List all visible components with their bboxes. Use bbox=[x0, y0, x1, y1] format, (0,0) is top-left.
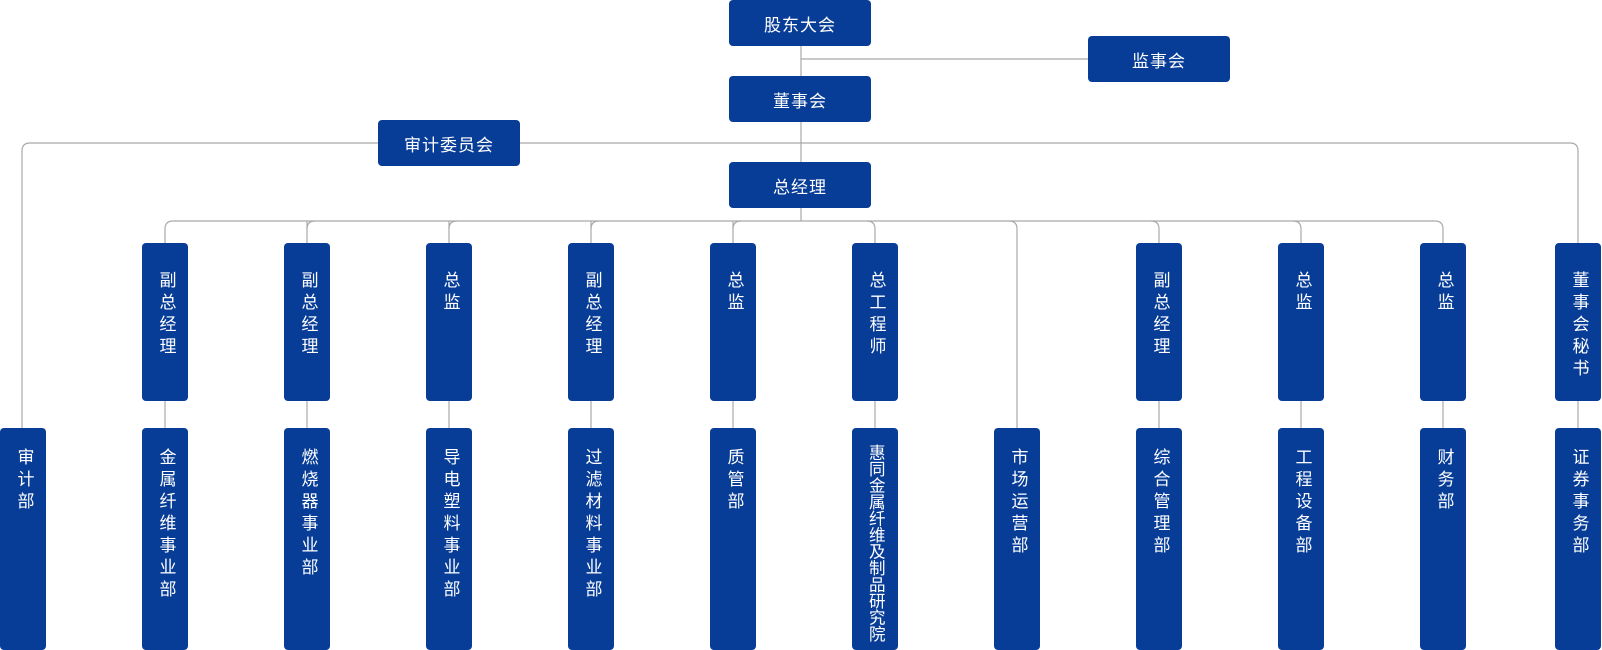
department-box: 燃烧器事业部 bbox=[284, 428, 330, 650]
position-label: 副总经理 bbox=[155, 271, 176, 359]
department-label: 质管部 bbox=[723, 448, 744, 514]
position-label: 总监 bbox=[723, 271, 744, 315]
department-label: 惠同金属纤维及制品研究院 bbox=[866, 444, 886, 642]
position-box: 总工程师 bbox=[852, 243, 898, 401]
department-label: 市场运营部 bbox=[1007, 448, 1028, 558]
department-label: 工程设备部 bbox=[1291, 448, 1312, 558]
supervisory-board-box: 监事会 bbox=[1088, 36, 1230, 82]
audit-committee-box: 审计委员会 bbox=[378, 120, 520, 166]
shareholders-meeting-box: 股东大会 bbox=[729, 0, 871, 46]
position-label: 总监 bbox=[1433, 271, 1454, 315]
department-box: 综合管理部 bbox=[1136, 428, 1182, 650]
department-box: 质管部 bbox=[710, 428, 756, 650]
position-label: 副总经理 bbox=[297, 271, 318, 359]
department-label: 审计部 bbox=[13, 448, 34, 514]
position-box: 总监 bbox=[1420, 243, 1466, 401]
department-box: 审计部 bbox=[0, 428, 46, 650]
department-label: 金属纤维事业部 bbox=[155, 448, 176, 602]
position-box: 副总经理 bbox=[284, 243, 330, 401]
department-box: 财务部 bbox=[1420, 428, 1466, 650]
position-label: 总监 bbox=[439, 271, 460, 315]
position-label: 董事会秘书 bbox=[1568, 271, 1589, 381]
position-label: 总工程师 bbox=[865, 271, 886, 359]
position-box: 总监 bbox=[710, 243, 756, 401]
position-label: 总监 bbox=[1291, 271, 1312, 315]
position-box: 副总经理 bbox=[568, 243, 614, 401]
position-label: 副总经理 bbox=[1149, 271, 1170, 359]
position-label: 副总经理 bbox=[581, 271, 602, 359]
department-label: 导电塑料事业部 bbox=[439, 448, 460, 602]
department-box: 市场运营部 bbox=[994, 428, 1040, 650]
department-label: 证券事务部 bbox=[1568, 448, 1589, 558]
position-box: 董事会秘书 bbox=[1555, 243, 1601, 401]
position-box: 副总经理 bbox=[1136, 243, 1182, 401]
department-box: 惠同金属纤维及制品研究院 bbox=[852, 428, 898, 650]
board-of-directors-box: 董事会 bbox=[729, 76, 871, 122]
general-manager-box: 总经理 bbox=[729, 162, 871, 208]
department-label: 燃烧器事业部 bbox=[297, 448, 318, 580]
department-box: 过滤材料事业部 bbox=[568, 428, 614, 650]
department-box: 工程设备部 bbox=[1278, 428, 1324, 650]
department-box: 证券事务部 bbox=[1555, 428, 1601, 650]
department-label: 综合管理部 bbox=[1149, 448, 1170, 558]
department-box: 金属纤维事业部 bbox=[142, 428, 188, 650]
position-box: 总监 bbox=[1278, 243, 1324, 401]
department-label: 财务部 bbox=[1433, 448, 1454, 514]
department-label: 过滤材料事业部 bbox=[581, 448, 602, 602]
position-box: 总监 bbox=[426, 243, 472, 401]
department-box: 导电塑料事业部 bbox=[426, 428, 472, 650]
position-box: 副总经理 bbox=[142, 243, 188, 401]
